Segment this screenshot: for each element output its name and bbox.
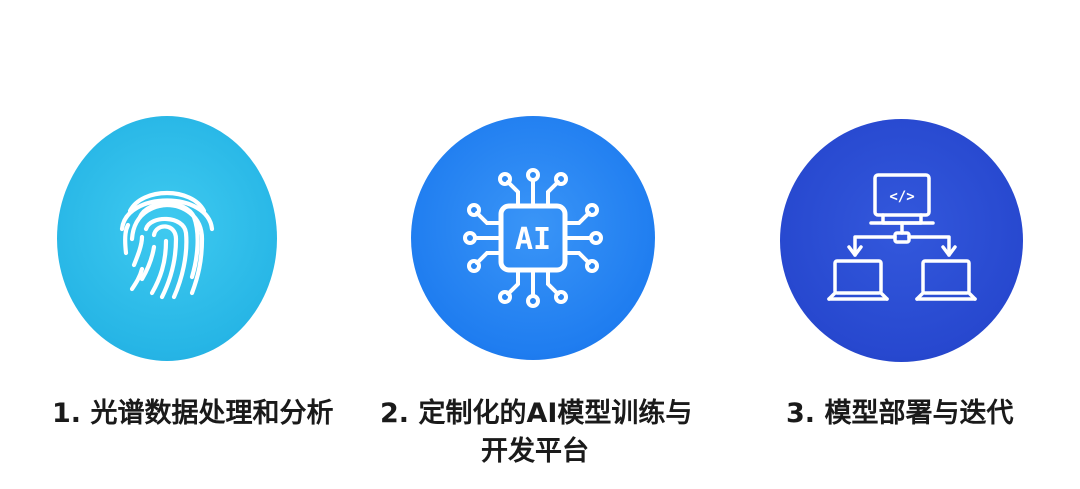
ai-chip-icon: AI bbox=[463, 168, 603, 308]
step-3-label: 3. 模型部署与迭代 bbox=[786, 395, 1026, 433]
step-1-circle bbox=[57, 116, 277, 361]
step-1-label-text: 1. 光谱数据处理和分析 bbox=[52, 398, 334, 429]
step-2-label: 2. 定制化的AI模型训练与 开发平台 bbox=[380, 395, 693, 471]
code-text: </> bbox=[889, 189, 914, 205]
step-2-label-line1: 2. 定制化的AI模型训练与 bbox=[380, 398, 693, 429]
step-3-label-text: 3. 模型部署与迭代 bbox=[786, 398, 1014, 429]
step-2-label-line2: 开发平台 bbox=[481, 436, 589, 467]
fingerprint-icon bbox=[119, 190, 215, 299]
step-3-circle: </> bbox=[780, 119, 1023, 362]
chip-text: AI bbox=[515, 222, 551, 257]
step-1-label: 1. 光谱数据处理和分析 bbox=[52, 395, 352, 433]
step-2-circle: AI bbox=[411, 116, 655, 360]
network-deploy-icon: </> bbox=[826, 172, 977, 301]
